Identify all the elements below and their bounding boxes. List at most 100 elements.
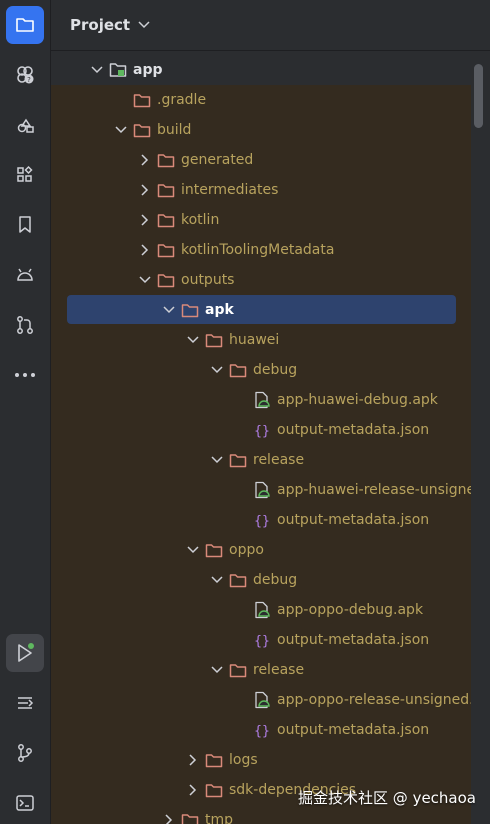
tree-row[interactable]: intermediates <box>51 175 471 205</box>
tree-row-label: sdk-dependencies <box>229 782 357 798</box>
android-apk-icon <box>253 481 271 499</box>
tree-row-label: apk <box>205 302 234 318</box>
build-variants-icon[interactable] <box>6 684 44 722</box>
project-title[interactable]: Project <box>70 16 131 34</box>
folder-icon <box>229 452 247 468</box>
chevron-right-icon[interactable] <box>137 212 153 228</box>
svg-text:?: ? <box>27 76 31 84</box>
tree-row[interactable]: outputs <box>51 265 471 295</box>
git-icon[interactable] <box>6 734 44 772</box>
folder-icon <box>205 752 223 768</box>
components-icon[interactable] <box>6 156 44 194</box>
folder-icon <box>157 212 175 228</box>
tree-row[interactable]: {}output-metadata.json <box>51 415 471 445</box>
folder-icon <box>205 542 223 558</box>
android-apk-icon <box>253 391 271 409</box>
tree-row-label: app <box>133 62 163 78</box>
svg-text:{}: {} <box>254 634 270 648</box>
tree-row[interactable]: debug <box>51 355 471 385</box>
chevron-right-icon[interactable] <box>185 752 201 768</box>
folder-icon <box>205 782 223 798</box>
svg-text:{}: {} <box>254 514 270 528</box>
more-icon[interactable] <box>6 356 44 394</box>
tree-row-label: app-huawei-debug.apk <box>277 392 438 408</box>
tree-row-label: kotlin <box>181 212 220 228</box>
chevron-down-icon[interactable] <box>137 272 153 288</box>
chevron-down-icon[interactable] <box>161 302 177 318</box>
tool-window-sidebar: ? <box>0 0 51 824</box>
tree-row[interactable]: {}output-metadata.json <box>51 505 471 535</box>
folder-icon <box>157 152 175 168</box>
tree-row[interactable]: huawei <box>51 325 471 355</box>
scrollbar-track[interactable] <box>472 51 490 824</box>
tree-row[interactable]: tmp <box>51 805 471 824</box>
tree-row-label: app-huawei-release-unsigned.apk <box>277 482 471 498</box>
folder-icon <box>229 362 247 378</box>
project-header: Project <box>51 0 490 51</box>
folder-icon <box>229 662 247 678</box>
chevron-right-icon[interactable] <box>137 182 153 198</box>
android-icon[interactable] <box>6 256 44 294</box>
tree-row[interactable]: kotlin <box>51 205 471 235</box>
tree-row[interactable]: {} output-metadata.json <box>51 625 471 655</box>
chevron-down-icon[interactable] <box>185 332 201 348</box>
folder-icon <box>229 572 247 588</box>
tree-row[interactable]: kotlinToolingMetadata <box>51 235 471 265</box>
tree-row-label: output-metadata.json <box>277 632 430 648</box>
tree-row-selected[interactable]: apk <box>51 295 471 325</box>
tree-row-label: kotlinToolingMetadata <box>181 242 335 258</box>
folder-icon <box>181 302 199 318</box>
chevron-right-icon[interactable] <box>137 242 153 258</box>
tree-row-label: debug <box>253 362 298 378</box>
scrollbar-thumb[interactable] <box>474 64 483 128</box>
chevron-right-icon[interactable] <box>185 782 201 798</box>
folder-icon <box>133 122 151 138</box>
tree-row[interactable]: {} output-metadata.json <box>51 715 471 745</box>
chevron-down-icon[interactable] <box>209 662 225 678</box>
module-folder-icon <box>109 62 127 78</box>
tree-row[interactable]: debug <box>51 565 471 595</box>
tree-row-label: outputs <box>181 272 235 288</box>
tree-row-label: app-oppo-release-unsigned.apk <box>277 692 471 708</box>
watermark: 掘金技术社区 @ yechaoa <box>298 789 476 807</box>
tree-row-label: .gradle <box>157 92 207 108</box>
folder-icon <box>157 242 175 258</box>
tree-row[interactable]: app-huawei-release-unsigned.apk <box>51 475 471 505</box>
json-file-icon: {} <box>253 512 271 528</box>
run-icon[interactable] <box>6 634 44 672</box>
chevron-down-icon[interactable] <box>209 452 225 468</box>
tree-row[interactable]: release <box>51 445 471 475</box>
tree-row[interactable]: app <box>51 55 471 85</box>
chevron-right-icon[interactable] <box>161 812 177 824</box>
tree-row[interactable]: build <box>51 115 471 145</box>
svg-text:{}: {} <box>254 724 270 738</box>
tree-row[interactable]: sdk-dependencies <box>51 775 471 805</box>
chevron-right-icon[interactable] <box>137 152 153 168</box>
commit-icon[interactable]: ? <box>6 56 44 94</box>
tree-row-label: output-metadata.json <box>277 722 430 738</box>
tree-row[interactable]: .gradle <box>51 85 471 115</box>
chevron-down-icon[interactable] <box>89 62 105 78</box>
tree-row-label: oppo <box>229 542 264 558</box>
project-folder-icon[interactable] <box>6 6 44 44</box>
tree-row[interactable]: app-oppo-debug.apk <box>51 595 471 625</box>
terminal-icon[interactable] <box>6 784 44 822</box>
tree-row-label: tmp <box>205 812 234 824</box>
tree-row[interactable]: generated <box>51 145 471 175</box>
excluded-folder-background <box>51 85 471 824</box>
tree-row[interactable]: oppo <box>51 535 471 565</box>
tree-row[interactable]: logs <box>51 745 471 775</box>
chevron-down-icon[interactable] <box>138 21 150 29</box>
tree-row-label: logs <box>229 752 258 768</box>
chevron-down-icon[interactable] <box>113 122 129 138</box>
tree-row[interactable]: app-huawei-debug.apk <box>51 385 471 415</box>
tree-row[interactable]: release <box>51 655 471 685</box>
structure-icon[interactable] <box>6 106 44 144</box>
chevron-down-icon[interactable] <box>209 362 225 378</box>
bookmark-icon[interactable] <box>6 206 44 244</box>
pull-requests-icon[interactable] <box>6 306 44 344</box>
chevron-down-icon[interactable] <box>209 572 225 588</box>
chevron-down-icon[interactable] <box>185 542 201 558</box>
tree-row[interactable]: app-oppo-release-unsigned.apk <box>51 685 471 715</box>
